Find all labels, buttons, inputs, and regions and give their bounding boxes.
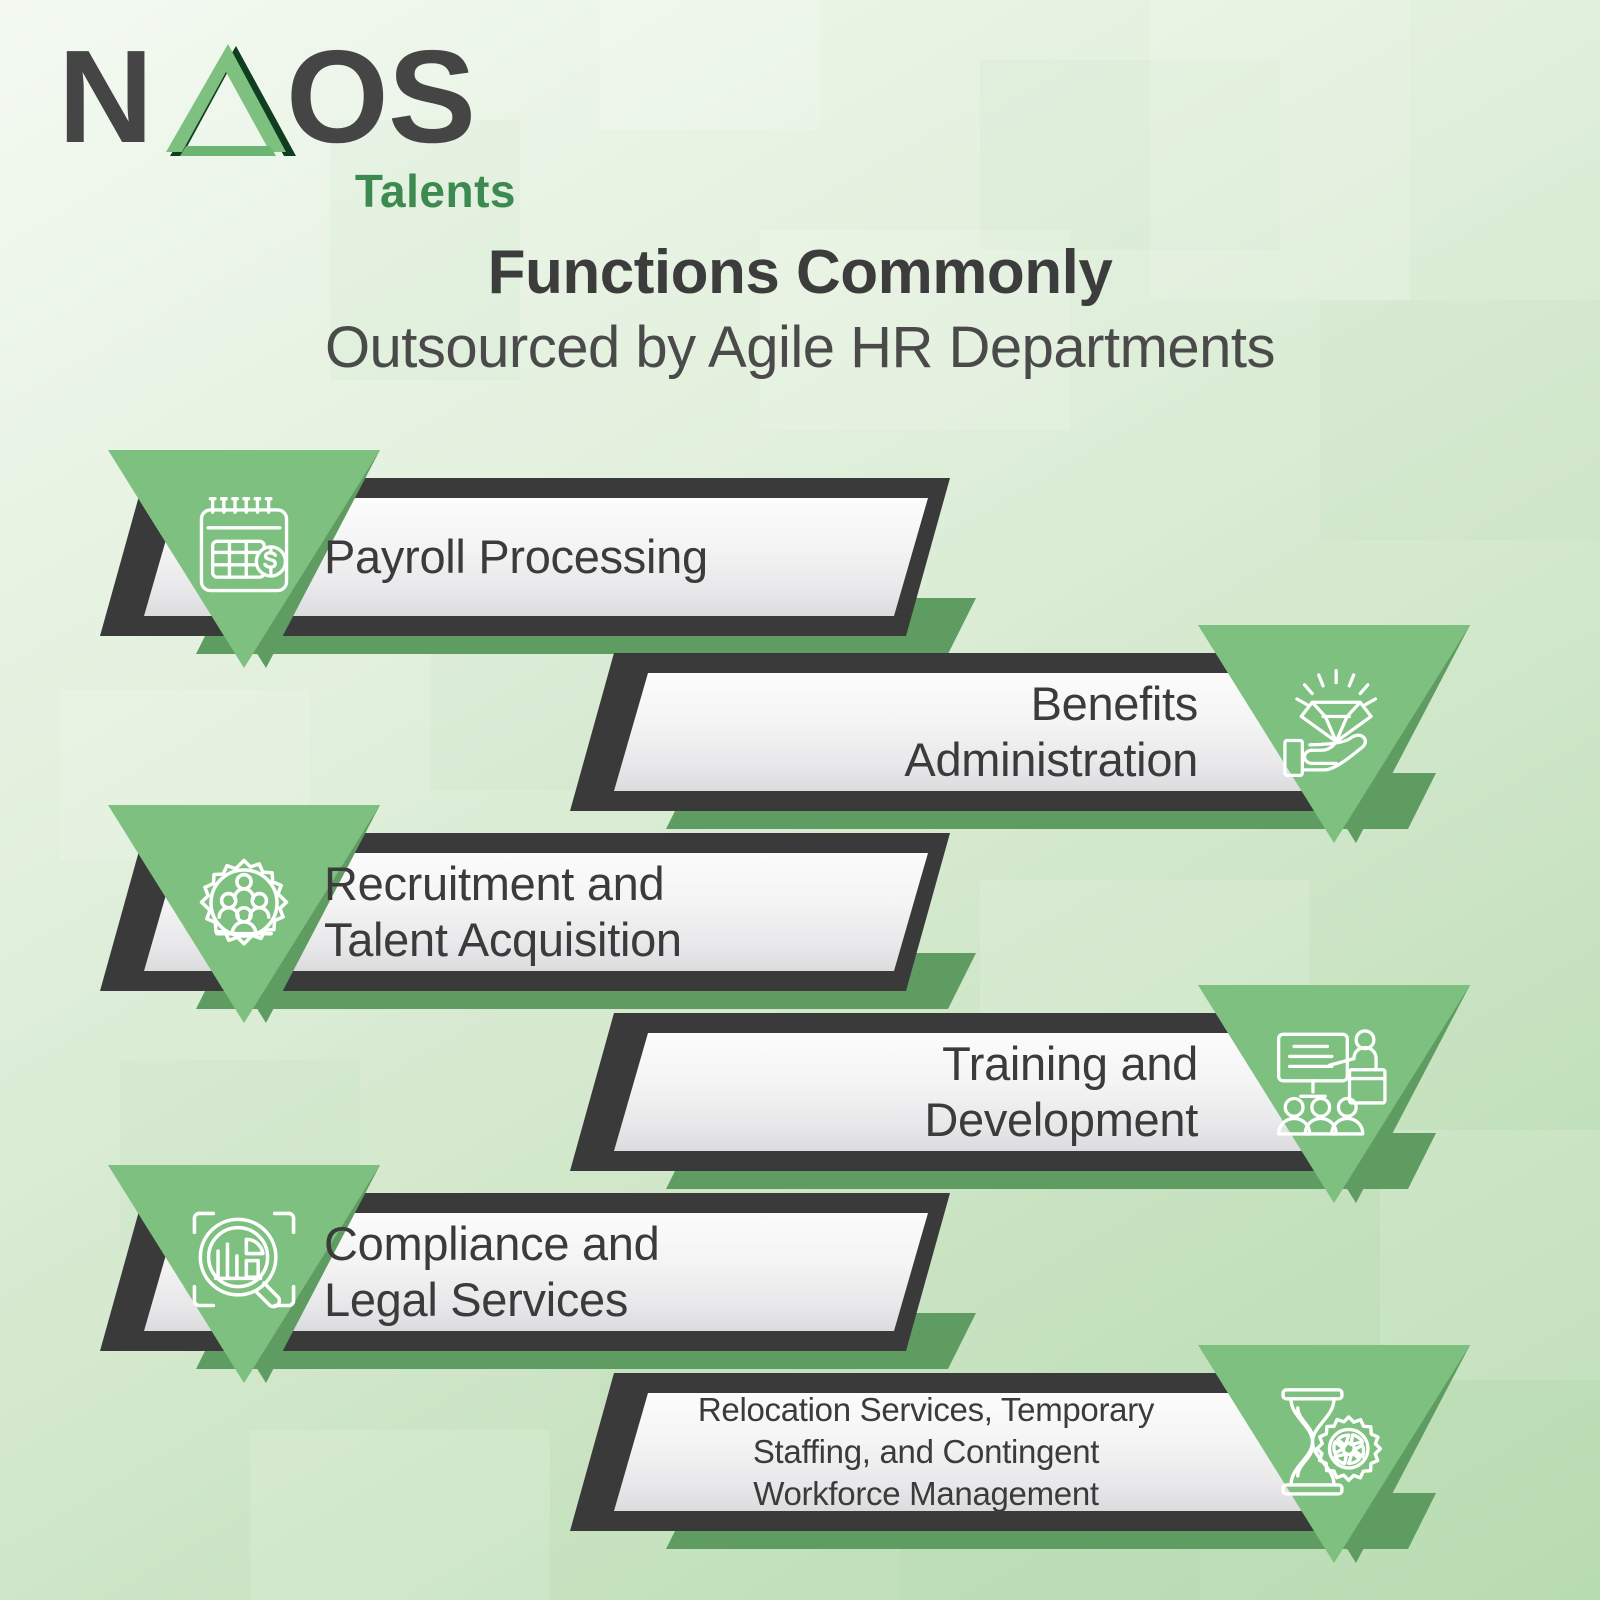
page-title: Functions Commonly Outsourced by Agile H…: [0, 236, 1600, 386]
magnifier-chart-icon: [176, 1197, 312, 1329]
naos-talents-logo: N O S Talents: [58, 23, 528, 218]
logo-letter-n: N: [58, 23, 153, 170]
function-label: Training and Development: [924, 1037, 1198, 1146]
function-marker-triangle: [108, 450, 380, 668]
presentation-training-icon: [1266, 1017, 1402, 1149]
function-label: Recruitment and Talent Acquisition: [324, 857, 682, 966]
function-row: Benefits Administration: [0, 615, 1600, 865]
title-line-2: Outsourced by Agile HR Departments: [324, 315, 1276, 380]
logo-letter-o: O: [286, 23, 389, 170]
function-marker-triangle: [108, 805, 380, 1023]
function-marker-triangle: [108, 1165, 380, 1383]
function-row: Training and Development: [0, 975, 1600, 1225]
function-row: Compliance and Legal Services: [0, 1155, 1600, 1405]
logo-wordmark: N O S: [58, 23, 528, 170]
function-label: Compliance and Legal Services: [324, 1217, 660, 1326]
logo-tagline: Talents: [354, 165, 516, 217]
function-row: Recruitment and Talent Acquisition: [0, 795, 1600, 1045]
function-row: Payroll Processing: [0, 440, 1600, 690]
function-label: Relocation Services, Temporary Staffing,…: [697, 1391, 1155, 1512]
hourglass-gear-icon: [1266, 1377, 1402, 1509]
function-marker-triangle: [1198, 985, 1470, 1203]
function-row: Relocation Services, Temporary Staffing,…: [0, 1335, 1600, 1585]
function-label: Benefits Administration: [904, 677, 1198, 786]
gear-people-icon: [176, 837, 312, 969]
calendar-dollar-icon: [176, 482, 312, 614]
function-label: Payroll Processing: [324, 530, 708, 583]
triangle-a-logo-icon: [166, 44, 296, 156]
logo-letter-s: S: [388, 23, 476, 170]
hand-diamond-icon: [1266, 657, 1402, 789]
title-line-1: Functions Commonly: [487, 238, 1113, 307]
